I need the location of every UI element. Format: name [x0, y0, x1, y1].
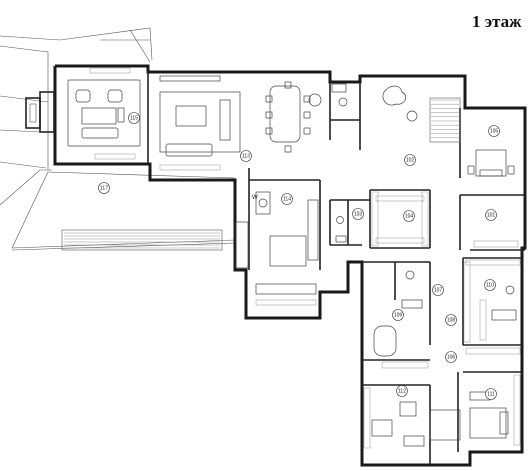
- room-tag-102: 102: [404, 154, 416, 166]
- room-tag-101: 101: [485, 209, 497, 221]
- living-room-115-furniture: [67, 79, 141, 147]
- room-number: 107: [434, 287, 443, 293]
- room-tag-107: 107: [432, 284, 444, 296]
- kitchen-114-furniture: [235, 191, 319, 295]
- wc-fixtures: [331, 83, 348, 243]
- room-tag-111: 111: [485, 388, 497, 400]
- room-number: 108: [447, 317, 456, 323]
- room-tag-104: 104: [403, 210, 415, 222]
- room-tag-109: 109: [392, 309, 404, 321]
- room-tag-113: 113: [240, 150, 252, 162]
- room-number: 113: [242, 153, 250, 159]
- room-105-furniture: [467, 149, 515, 177]
- room-number: 111: [487, 391, 495, 397]
- room-tag-115: 115: [128, 112, 140, 124]
- room-tag-106: 106: [445, 351, 457, 363]
- room-number: 112: [398, 388, 406, 394]
- room-tags: 115 117 113 114 102 103 104 105 101 106 107 108 109 1…: [98, 112, 500, 400]
- bathroom-109-fixtures: [373, 270, 423, 357]
- room-number: 105: [490, 128, 499, 134]
- room-tag-108: 108: [445, 314, 457, 326]
- roof-outline: [0, 27, 236, 251]
- terrace-steps: [61, 229, 223, 251]
- laundry-label: W: [252, 195, 258, 201]
- room-number: 114: [283, 196, 291, 202]
- room-tag-117: 117: [98, 182, 110, 194]
- floor-title: 1 этаж: [472, 12, 522, 31]
- interior-walls: [147, 72, 525, 465]
- room-number: 109: [394, 312, 403, 318]
- room-tag-110: 110: [484, 279, 496, 291]
- exterior-walls: [53, 64, 527, 467]
- room-number: 103: [354, 211, 363, 217]
- room-tag-103: 103: [352, 208, 364, 220]
- room-number: 104: [405, 213, 414, 219]
- room-number: 102: [406, 157, 415, 163]
- room-113-furniture: [159, 75, 322, 157]
- room-tag-105: 105: [488, 125, 500, 137]
- fireplace-block: [25, 91, 55, 133]
- room-number: 106: [447, 354, 456, 360]
- room-tag-114: 114: [281, 193, 293, 205]
- room-tag-112: 112: [396, 385, 408, 397]
- bedroom-112-furniture: [371, 401, 461, 447]
- room-number: 117: [100, 185, 108, 191]
- bathroom-110-fixtures: [491, 285, 517, 321]
- room-number: 110: [486, 282, 494, 288]
- room-number: 101: [487, 212, 496, 218]
- closets: [89, 67, 521, 449]
- staircase: [382, 85, 461, 143]
- room-number: 115: [130, 115, 138, 121]
